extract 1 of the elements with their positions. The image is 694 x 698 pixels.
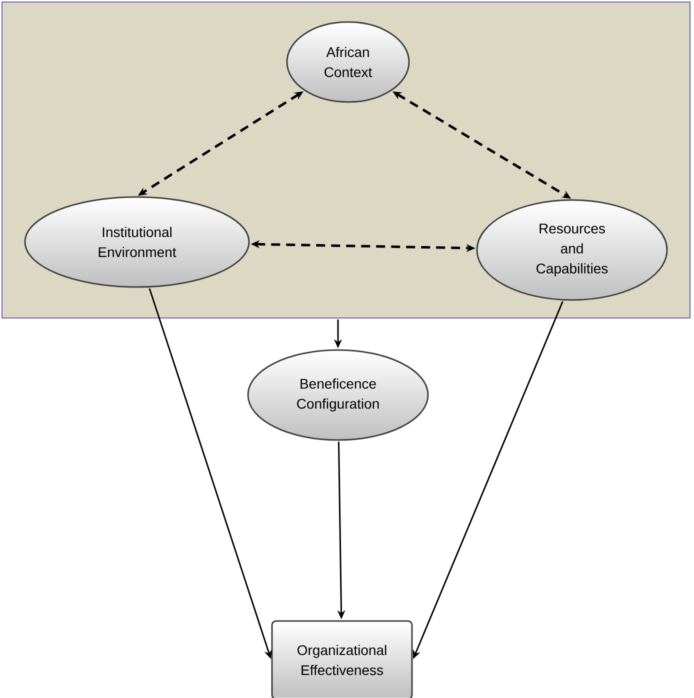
outcome-box: Organizational Effectiveness	[271, 620, 413, 698]
